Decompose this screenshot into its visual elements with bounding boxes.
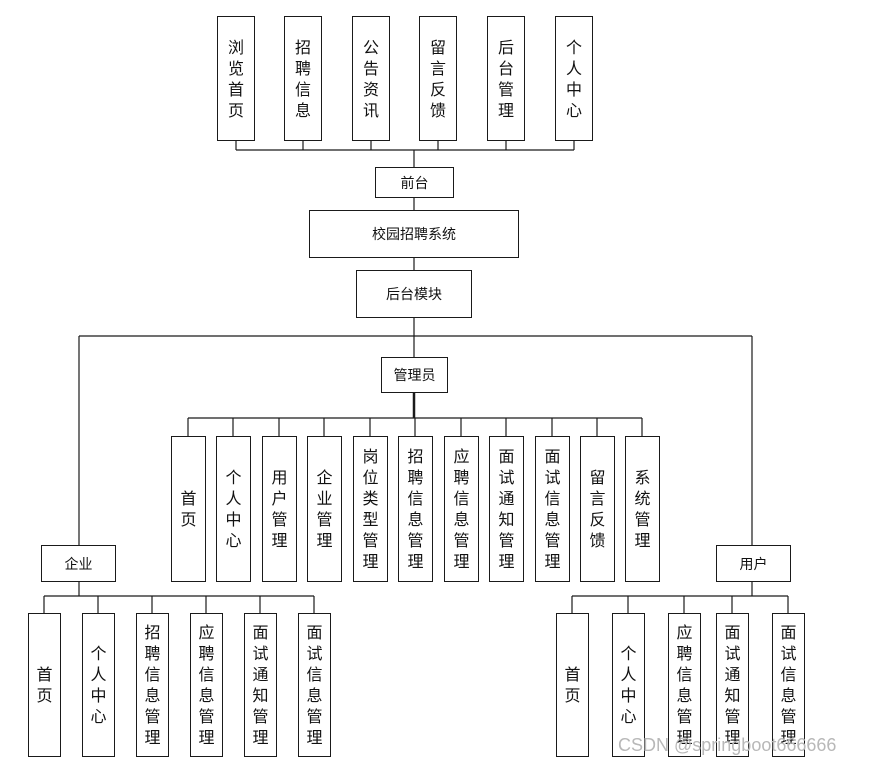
- admin-item: 岗位类型管理: [353, 436, 388, 582]
- admin-label: 管理员: [393, 368, 436, 384]
- frontend-item: 个人中心: [555, 16, 593, 141]
- admin-item: 面试通知管理: [489, 436, 524, 582]
- root-node: 校园招聘系统: [309, 210, 519, 258]
- user-item: 首页: [556, 613, 589, 757]
- watermark: CSDN @springboot666666: [618, 735, 837, 755]
- user-item: 应聘信息管理: [668, 613, 701, 757]
- company-label: 企业: [64, 556, 93, 573]
- company-item: 首页: [28, 613, 61, 757]
- admin-item: 应聘信息管理: [444, 436, 479, 582]
- admin-item: 面试信息管理: [535, 436, 570, 582]
- user-item: 面试通知管理: [716, 613, 749, 757]
- user-label: 用户: [739, 556, 768, 573]
- user-node: 用户: [716, 545, 791, 582]
- backend-label: 后台模块: [386, 287, 442, 303]
- company-item: 招聘信息管理: [136, 613, 169, 757]
- company-item: 个人中心: [82, 613, 115, 757]
- admin-item: 系统管理: [625, 436, 660, 582]
- frontend-item: 浏览首页: [217, 16, 255, 141]
- user-item: 面试信息管理: [772, 613, 805, 757]
- admin-item: 首页: [171, 436, 206, 582]
- frontend-item: 招聘信息: [284, 16, 322, 141]
- root-label: 校园招聘系统: [372, 227, 456, 243]
- admin-item: 个人中心: [216, 436, 251, 582]
- backend-node: 后台模块: [356, 270, 472, 318]
- admin-item: 留言反馈: [580, 436, 615, 582]
- company-item: 面试通知管理: [244, 613, 277, 757]
- frontend-item: 公告资讯: [352, 16, 390, 141]
- admin-item: 企业管理: [307, 436, 342, 582]
- company-item: 应聘信息管理: [190, 613, 223, 757]
- admin-item: 用户管理: [262, 436, 297, 582]
- frontend-item: 后台管理: [487, 16, 525, 141]
- frontend-item: 留言反馈: [419, 16, 457, 141]
- company-item: 面试信息管理: [298, 613, 331, 757]
- admin-item: 招聘信息管理: [398, 436, 433, 582]
- admin-node: 管理员: [381, 357, 448, 393]
- company-node: 企业: [41, 545, 116, 582]
- frontend-node: 前台: [375, 167, 454, 198]
- frontend-label: 前台: [400, 175, 429, 192]
- user-item: 个人中心: [612, 613, 645, 757]
